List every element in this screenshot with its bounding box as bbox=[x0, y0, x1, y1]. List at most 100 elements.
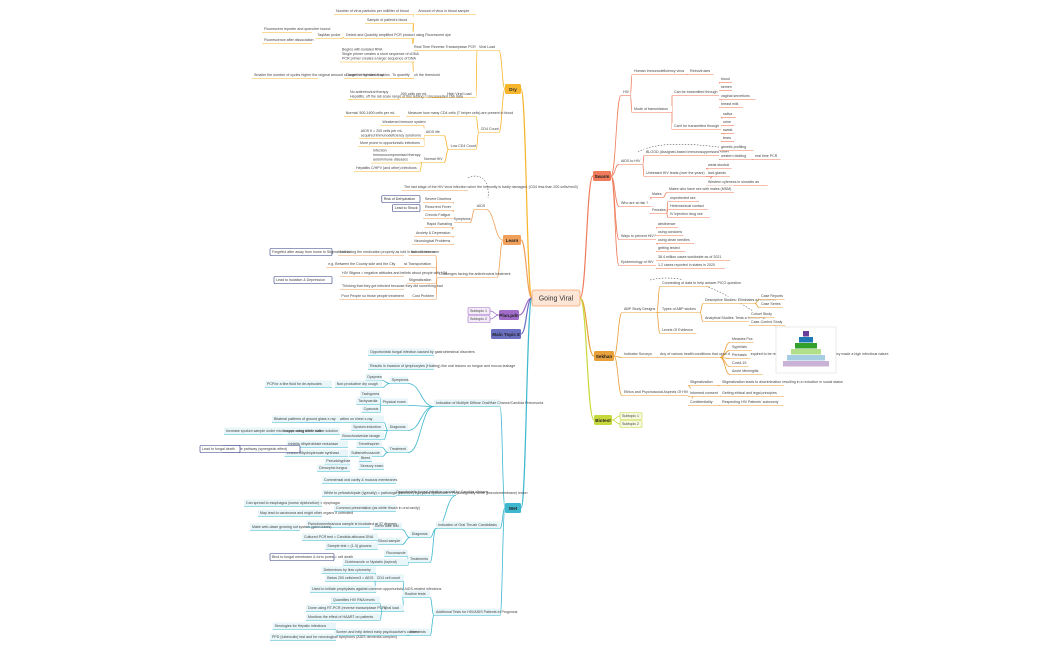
topic-node[interactable]: May lead to carcinoma and might other or… bbox=[258, 509, 353, 517]
topic-node[interactable]: Syphilizis bbox=[730, 343, 752, 351]
topic-node[interactable]: Covid-19 bbox=[730, 359, 749, 367]
topic-node[interactable]: Rapid Sweating bbox=[424, 220, 454, 228]
topic-node[interactable]: Informed consent bbox=[688, 389, 721, 397]
topic-node[interactable]: Case-Control Study bbox=[749, 318, 786, 326]
topic-node[interactable]: Hepatitis C/HPV (and other) infections bbox=[354, 164, 420, 172]
topic-node[interactable]: Real Time Reverse Transcriptase PCR bbox=[412, 43, 476, 51]
topic-node[interactable]: Not taking the medication properly as to… bbox=[338, 248, 439, 256]
topic-node[interactable]: using condoms bbox=[656, 228, 684, 236]
topic-node[interactable]: Anxiety & Depression bbox=[414, 229, 454, 237]
topic-node[interactable]: Connecting of data to help answer PICO q… bbox=[660, 279, 741, 287]
topic-node[interactable]: Below 200 cells/mm3 = AIDS bbox=[325, 574, 376, 582]
topic-node[interactable]: Screen and help detect early psychoactiv… bbox=[334, 628, 419, 636]
topic-node[interactable]: Monitors the effect of HAART on patients bbox=[306, 613, 380, 621]
topic-node[interactable]: Subtopic 2 bbox=[467, 315, 491, 323]
topic-node[interactable]: Descriptive Studies: Eliminates a Hypoth… bbox=[703, 296, 776, 304]
topic-node[interactable]: The last stage of the HIV virus infectio… bbox=[402, 183, 578, 191]
branch-node[interactable]: Plan.pdn bbox=[499, 310, 519, 320]
topic-node[interactable]: AIDS to HIV bbox=[619, 157, 643, 165]
topic-node[interactable]: Results in invasion of lymphocytes (Host… bbox=[368, 362, 515, 370]
topic-node[interactable]: Bronchoalveolar lavage bbox=[340, 432, 384, 440]
topic-node[interactable]: Can be transmitted through bbox=[672, 88, 723, 96]
topic-node[interactable]: Stigmatization leads to discrimination r… bbox=[720, 378, 843, 386]
topic-node[interactable]: unprotected sex bbox=[668, 194, 699, 202]
topic-node[interactable]: Tachycardia bbox=[356, 397, 380, 405]
topic-node[interactable]: Cyanosis bbox=[361, 405, 380, 413]
topic-node[interactable]: Sensory exam bbox=[358, 462, 384, 470]
topic-node[interactable]: lack glands bbox=[706, 169, 730, 177]
topic-node[interactable]: e.g. Between the County side and the Cit… bbox=[326, 260, 404, 268]
topic-node[interactable]: Analytical Studies: Tests a Hypothesis bbox=[703, 314, 766, 322]
topic-node[interactable]: Lead to Isolation & Depression bbox=[273, 276, 333, 284]
topic-node[interactable]: Make web-dawn growing out system (germ t… bbox=[250, 523, 332, 531]
topic-node[interactable]: Chronic Fatigue bbox=[423, 211, 454, 219]
topic-node[interactable]: Opportunistic fungal infection caused by… bbox=[368, 348, 475, 356]
topic-node[interactable]: TaqMan probe bbox=[315, 31, 341, 39]
topic-node[interactable]: Amount of virus in blood sample bbox=[416, 7, 476, 15]
branch-node[interactable]: Biotest bbox=[594, 415, 612, 425]
topic-node[interactable]: Measles Pox bbox=[730, 335, 754, 343]
topic-node[interactable]: Severe Diarrhea bbox=[423, 195, 454, 203]
topic-node[interactable]: Can spread to esophagus (worse dysfuncti… bbox=[244, 499, 340, 507]
topic-node[interactable]: Dyspnea bbox=[365, 373, 382, 381]
topic-node[interactable]: Bleed bbox=[359, 454, 372, 462]
topic-node[interactable]: getting tested bbox=[656, 244, 686, 252]
topic-node[interactable]: Ways to prevent HIV? bbox=[619, 232, 659, 240]
topic-node[interactable]: Dimorphic fungus bbox=[317, 464, 350, 472]
topic-node[interactable]: Cultured PCR test = Candida albicans DNA bbox=[302, 533, 378, 541]
topic-node[interactable]: Any of various health conditions that up… bbox=[658, 350, 889, 358]
topic-node[interactable]: vaginal secretions bbox=[719, 92, 756, 100]
topic-node[interactable]: Pseudohyphae bbox=[324, 457, 350, 465]
topic-node[interactable]: tears bbox=[721, 134, 734, 142]
topic-node[interactable]: Pertussis bbox=[730, 351, 751, 359]
topic-node[interactable]: Thinking that they got infected because … bbox=[340, 282, 443, 290]
topic-node[interactable]: Viral load bbox=[382, 604, 404, 612]
topic-node[interactable]: HIV bbox=[621, 88, 631, 96]
topic-node[interactable]: Human Immunodeficiency virus bbox=[632, 67, 687, 75]
topic-node[interactable]: Case Reports bbox=[759, 292, 785, 300]
topic-node[interactable]: Stain fungus using sterile saline soluti… bbox=[272, 427, 340, 435]
topic-node[interactable]: Sample of patient's blood bbox=[365, 16, 414, 24]
topic-node[interactable]: Subtopic 1 bbox=[619, 412, 643, 420]
topic-node[interactable]: Tachypnea bbox=[359, 390, 380, 398]
topic-node[interactable]: BLOOD (Assigned-based immunosuppressed s… bbox=[644, 148, 729, 156]
branch-node[interactable]: Sekhan bbox=[594, 351, 614, 361]
topic-node[interactable]: Cohort Study bbox=[749, 310, 775, 318]
topic-node[interactable]: Treatments bbox=[408, 555, 430, 563]
topic-node[interactable]: Blood sample bbox=[376, 537, 402, 545]
topic-node[interactable]: Cost Problem bbox=[410, 292, 436, 300]
topic-node[interactable]: HIV Stigma = negative attitudes and beli… bbox=[340, 269, 448, 277]
topic-node[interactable]: 1.2 cases reported in states in 2020 bbox=[656, 261, 725, 269]
topic-node[interactable]: blood bbox=[719, 75, 732, 83]
topic-node[interactable]: PPD (tuberculin) test and for neurologic… bbox=[270, 633, 397, 641]
topic-node[interactable]: Respecting HIV Patients' autonomy bbox=[720, 398, 784, 406]
topic-node[interactable]: Serologies for Hepatic infections bbox=[272, 622, 336, 630]
topic-node[interactable]: Non productive dry cough bbox=[334, 380, 382, 388]
topic-node[interactable]: Increase sputum sample under microscope … bbox=[224, 427, 322, 435]
topic-node[interactable]: IV Injection drug use bbox=[668, 210, 710, 218]
topic-node[interactable]: Opportunistic fungal infection caused by… bbox=[394, 488, 489, 496]
topic-node[interactable]: Challenges facing the antiretroviral tre… bbox=[437, 270, 511, 278]
branch-node[interactable]: Main Topic 8 bbox=[491, 329, 521, 339]
topic-node[interactable]: urine bbox=[721, 118, 734, 126]
topic-node[interactable]: CD4 cell count bbox=[374, 574, 404, 582]
topic-node[interactable]: Getting ethical and legal principles bbox=[720, 389, 784, 397]
topic-node[interactable]: Additional Tests for HIV/AIDS Patients i… bbox=[434, 608, 518, 616]
topic-node[interactable]: Germ tube test bbox=[372, 522, 402, 530]
topic-node[interactable]: semen bbox=[719, 83, 732, 91]
topic-node[interactable]: Diagnosis bbox=[387, 423, 408, 431]
topic-node[interactable]: Mode of transmission bbox=[632, 105, 672, 113]
topic-node[interactable]: Normal: 500-1600 cells per mL bbox=[343, 109, 400, 117]
topic-node[interactable]: genetic profiling bbox=[719, 143, 754, 151]
topic-node[interactable]: Low CD4 Count bbox=[448, 142, 476, 150]
topic-node[interactable]: Confidentiality bbox=[688, 398, 719, 406]
topic-node[interactable]: Detect and Quantity amplified PCR produc… bbox=[344, 31, 451, 39]
topic-node[interactable]: AIDS bbox=[474, 202, 486, 210]
topic-node[interactable]: Heterosexual contact bbox=[668, 202, 708, 210]
topic-node[interactable]: Who are at risk ? bbox=[619, 199, 654, 207]
branch-node[interactable]: Dry bbox=[505, 84, 521, 94]
topic-node[interactable]: CD4 Count bbox=[478, 125, 499, 133]
topic-node[interactable]: White to yellowish/pale (typically) = pa… bbox=[322, 489, 528, 497]
topic-node[interactable]: Males who have sex with males (MSM) bbox=[667, 185, 734, 193]
